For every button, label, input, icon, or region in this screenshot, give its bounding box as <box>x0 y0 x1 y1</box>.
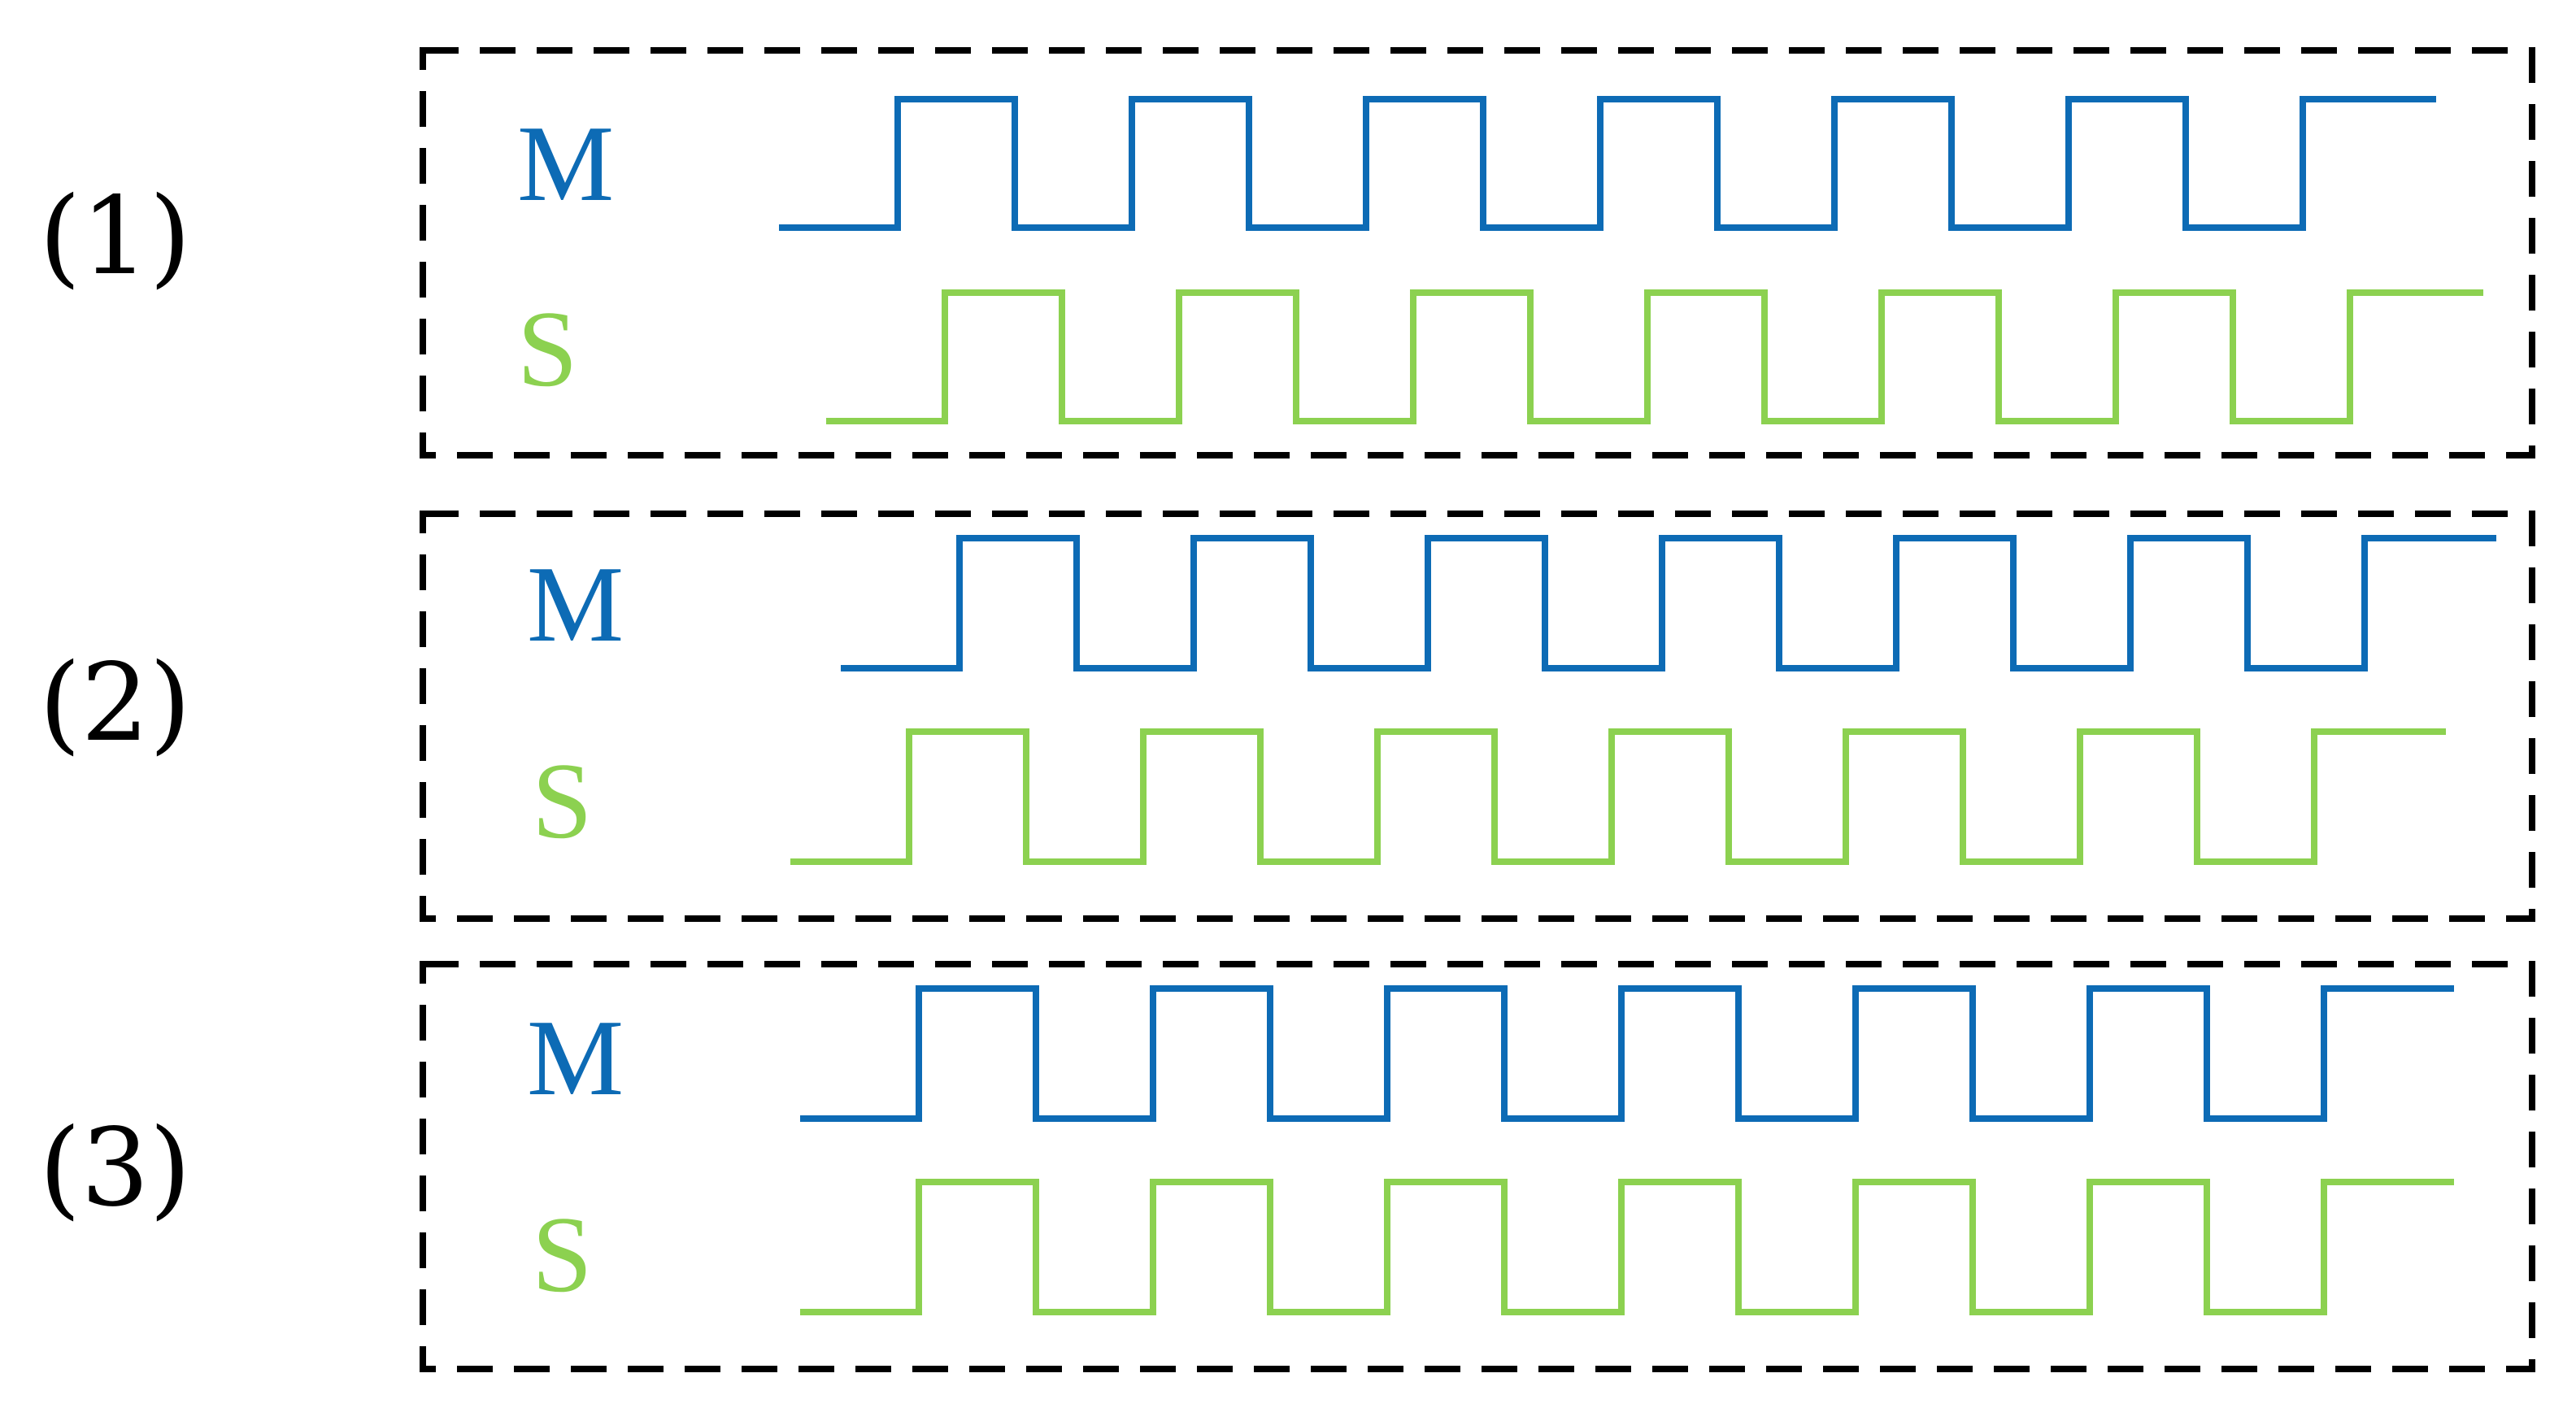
panel-3-border <box>420 961 2535 1372</box>
panel-3: (3) M S <box>39 961 2535 1372</box>
panel-2-border <box>420 511 2535 922</box>
panel-2-slave-wave <box>790 728 2446 865</box>
panel-1-label: (1) <box>39 174 191 299</box>
panel-3-master-label: M <box>527 997 624 1118</box>
panel-3-slave-wave <box>800 1179 2454 1315</box>
panel-1-slave-wave <box>826 289 2483 424</box>
panel-2-label: (2) <box>39 641 191 766</box>
panel-1-slave-label: S <box>517 289 578 409</box>
panel-2: (2) M S <box>39 511 2535 922</box>
panel-1-master-label: M <box>517 103 614 224</box>
panel-2-slave-label: S <box>532 741 593 861</box>
panel-1: (1) M S <box>39 47 2535 458</box>
panel-3-slave-label: S <box>532 1194 593 1315</box>
panel-2-master-label: M <box>527 544 624 664</box>
panel-2-master-wave <box>841 535 2496 671</box>
panel-3-master-wave <box>800 985 2454 1122</box>
panel-3-label: (3) <box>39 1106 191 1231</box>
panel-1-border <box>420 47 2535 458</box>
panel-1-master-wave <box>779 96 2436 231</box>
